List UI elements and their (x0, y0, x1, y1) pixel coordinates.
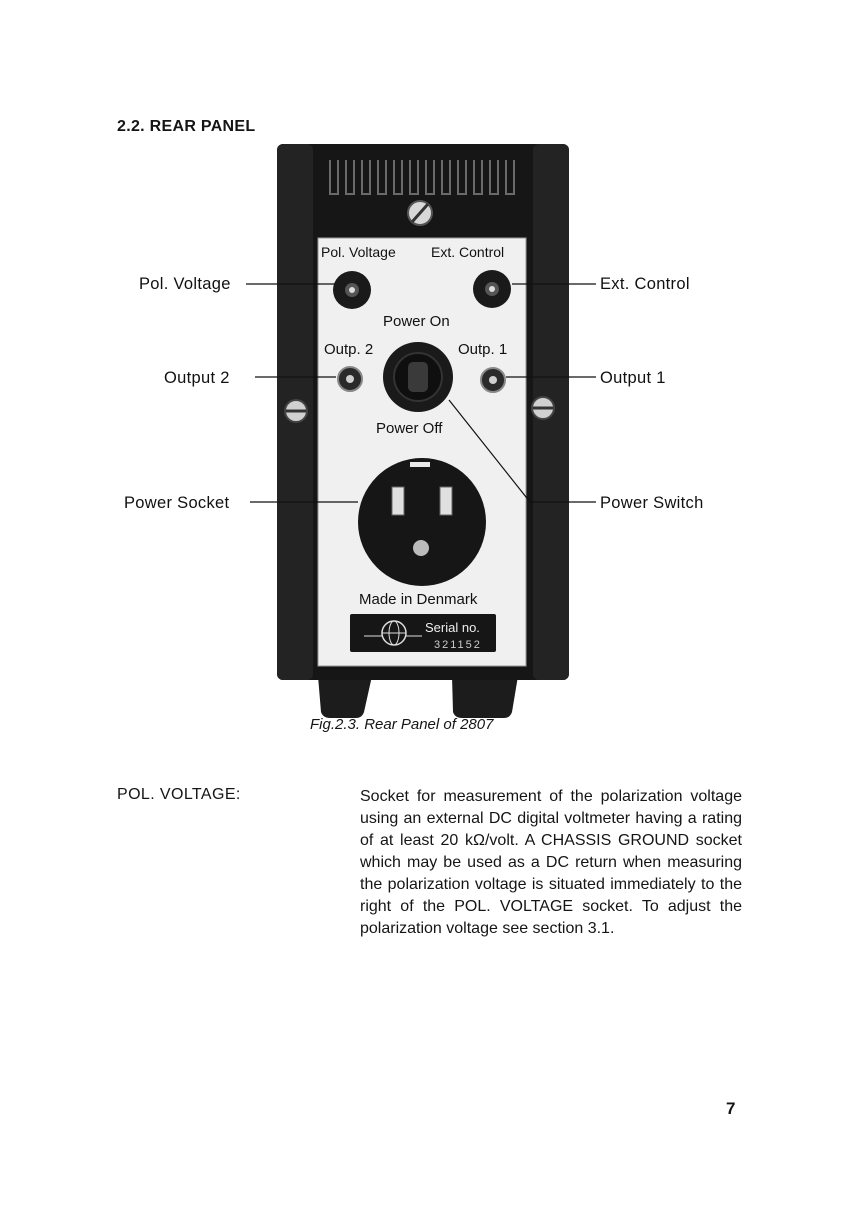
panel-label-pol-voltage: Pol. Voltage (321, 244, 396, 260)
section-heading: 2.2. REAR PANEL (117, 118, 256, 135)
power-socket (358, 458, 486, 586)
leader-lines (246, 283, 596, 503)
description-term: POL. VOLTAGE: (117, 786, 241, 803)
figure-caption: Fig.2.3. Rear Panel of 2807 (310, 716, 494, 733)
page-number: 7 (726, 1099, 736, 1118)
callout-ext-control: Ext. Control (600, 275, 690, 293)
callout-output-2: Output 2 (164, 369, 230, 387)
callout-output-1: Output 1 (600, 369, 666, 387)
panel-label-power-off: Power Off (376, 420, 443, 437)
callout-power-socket: Power Socket (124, 494, 230, 512)
serial-label: Serial no. (425, 620, 480, 635)
panel-label-outp1: Outp. 1 (458, 341, 507, 358)
front-plate (317, 237, 527, 667)
vent-slots (329, 160, 515, 195)
description-text: Socket for measurement of the polarizati… (360, 788, 742, 937)
panel-label-made-in: Made in Denmark (359, 591, 478, 608)
panel-label-ext-control: Ext. Control (431, 244, 504, 260)
panel-label-power-on: Power On (383, 313, 450, 330)
serial-number: 321152 (434, 639, 482, 651)
rear-panel-figure: Pol. Voltage Ext. Control Power On Outp.… (124, 144, 704, 718)
left-foot (318, 676, 372, 718)
callout-pol-voltage: Pol. Voltage (139, 275, 231, 293)
callout-power-switch: Power Switch (600, 494, 704, 512)
panel-label-outp2: Outp. 2 (324, 341, 373, 358)
right-foot (452, 676, 518, 718)
